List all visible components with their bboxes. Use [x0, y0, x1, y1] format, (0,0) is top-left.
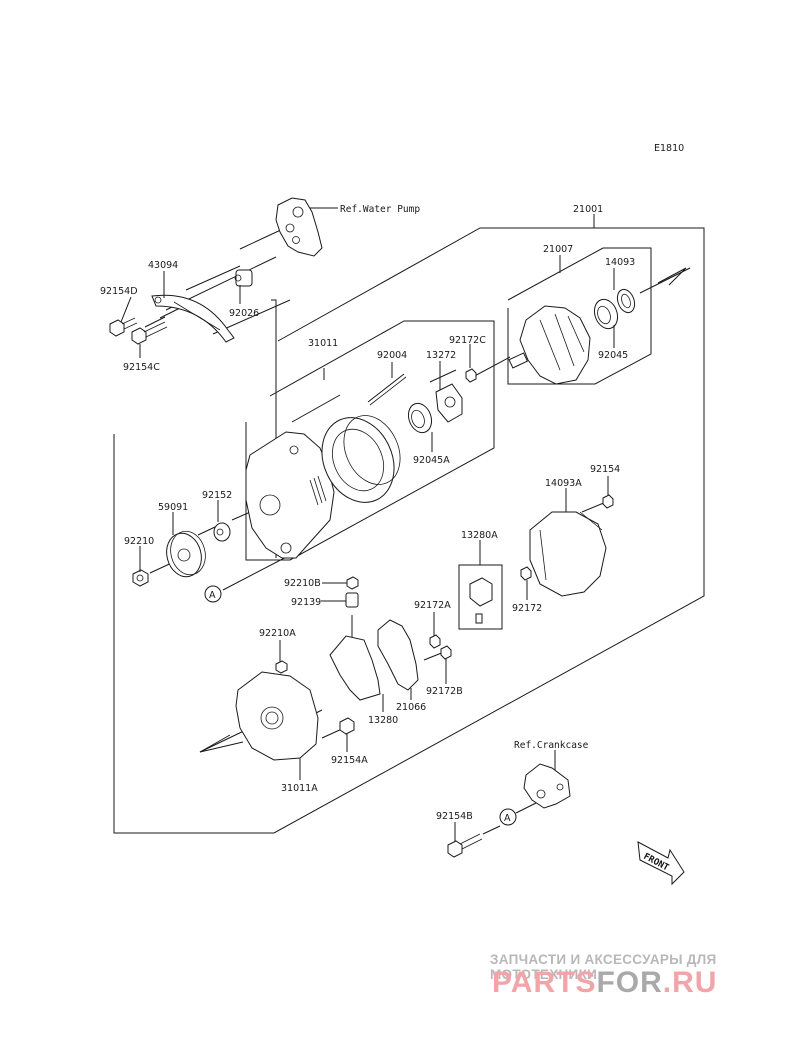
- label-92154A[interactable]: 92154A: [331, 755, 368, 766]
- label-14093[interactable]: 14093: [605, 257, 635, 268]
- rectifier-13280: [329, 615, 381, 701]
- screw-92172A: [429, 634, 441, 649]
- bracket-43094: [151, 294, 235, 343]
- label-92172[interactable]: 92172: [512, 603, 542, 614]
- label-92210[interactable]: 92210: [124, 536, 154, 547]
- label-ref-crankcase: Ref.Crankcase: [514, 740, 589, 751]
- label-21001[interactable]: 21001: [573, 204, 603, 215]
- label-92045A[interactable]: 92045A: [413, 455, 450, 466]
- label-59091[interactable]: 59091: [158, 502, 188, 513]
- label-21007[interactable]: 21007: [543, 244, 573, 255]
- watermark-logo-parts: PARTS: [492, 966, 597, 999]
- label-13280A[interactable]: 13280A: [461, 530, 498, 541]
- label-92154B[interactable]: 92154B: [436, 811, 473, 822]
- assembly-outline-21001: [113, 214, 705, 834]
- collar-92152: [213, 522, 231, 542]
- bolt-92154B: [447, 833, 483, 858]
- label-92172A[interactable]: 92172A: [414, 600, 451, 611]
- bolt-92154C: [131, 321, 168, 345]
- label-31011[interactable]: 31011: [308, 338, 338, 349]
- bearing-92045A: [407, 402, 433, 434]
- label-92210A[interactable]: 92210A: [259, 628, 296, 639]
- leader-lines: [120, 207, 615, 842]
- bolt-92154: [581, 494, 614, 513]
- label-92139[interactable]: 92139: [291, 597, 321, 608]
- marker-a-left-text: A: [209, 590, 216, 601]
- seal-14093: [616, 288, 636, 314]
- regulator-21066: [377, 619, 419, 691]
- label-92154[interactable]: 92154: [590, 464, 620, 475]
- alternator-front-housing-31011: [245, 431, 335, 559]
- label-31011A[interactable]: 31011A: [281, 783, 318, 794]
- label-43094[interactable]: 43094: [148, 260, 178, 271]
- label-13272[interactable]: 13272: [426, 350, 456, 361]
- marker-a-right: A: [499, 808, 517, 826]
- screw-92172: [520, 566, 532, 581]
- watermark-tagline: ЗАПЧАСТИ И АКСЕССУАРЫ ДЛЯ МОТОТЕХНИКИ: [490, 952, 717, 982]
- assembly-outline-21007: [507, 247, 652, 385]
- watermark-logo: PARTSFOR.RU: [492, 966, 717, 1000]
- marker-a-right-text: A: [504, 813, 511, 824]
- stud-92004: [367, 373, 407, 406]
- nut-92210B: [322, 576, 359, 590]
- nut-92210: [132, 569, 149, 587]
- collar-92026: [234, 269, 253, 287]
- crankcase-reference: [523, 763, 571, 809]
- label-92172B[interactable]: 92172B: [426, 686, 463, 697]
- bolt-92154D: [109, 317, 138, 337]
- label-13280[interactable]: 13280: [368, 715, 398, 726]
- label-92026[interactable]: 92026: [229, 308, 259, 319]
- screw-92172C: [465, 368, 477, 383]
- label-21066[interactable]: 21066: [396, 702, 426, 713]
- plate-13272: [435, 383, 463, 423]
- label-92210B[interactable]: 92210B: [284, 578, 321, 589]
- diagram-code: E1810: [654, 143, 684, 154]
- insulator-92139: [321, 592, 359, 608]
- rear-cover-14093A: [529, 511, 607, 597]
- assembly-outline-31011: [245, 320, 495, 561]
- bearing-92045: [593, 298, 619, 330]
- label-92004[interactable]: 92004: [377, 350, 407, 361]
- marker-a-left: A: [204, 585, 222, 603]
- rear-housing-31011A: [235, 671, 319, 761]
- label-14093A[interactable]: 14093A: [545, 478, 582, 489]
- front-direction-arrow: FRONT: [637, 841, 685, 886]
- bolt-92154A: [321, 717, 355, 739]
- stator: [321, 415, 401, 503]
- watermark-logo-ru: .RU: [662, 966, 718, 999]
- watermark-logo-for: FOR: [596, 966, 663, 999]
- label-92154C[interactable]: 92154C: [123, 362, 160, 373]
- pulley-59091: [166, 530, 206, 578]
- label-92152[interactable]: 92152: [202, 490, 232, 501]
- label-92154D[interactable]: 92154D: [100, 286, 138, 297]
- label-92045[interactable]: 92045: [598, 350, 628, 361]
- water-pump-reference: [275, 197, 323, 257]
- label-92172C[interactable]: 92172C: [449, 335, 486, 346]
- brush-holder-13280A: [469, 577, 493, 624]
- rotor-21007: [508, 305, 591, 385]
- bolt-92172B: [423, 645, 452, 661]
- label-ref-water-pump: Ref.Water Pump: [340, 204, 420, 215]
- nut-92210A: [275, 660, 288, 674]
